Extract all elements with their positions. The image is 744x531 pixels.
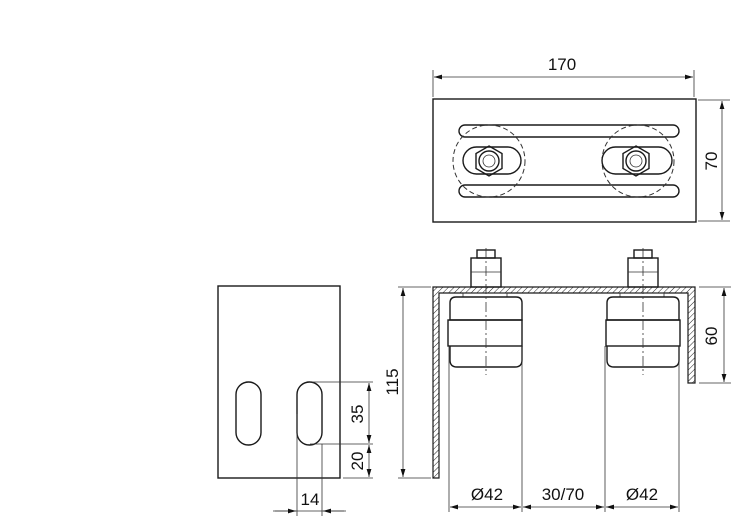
roller-top (449, 296, 523, 321)
top-slot (458, 124, 680, 138)
washer-left (478, 150, 500, 172)
nut-left (475, 145, 503, 177)
washer-right (625, 150, 647, 172)
dimension-label-35: 35 (348, 405, 367, 424)
roller-outline-left (452, 124, 526, 198)
dimension-label-gap: 30/70 (542, 485, 585, 504)
side-view: 35 20 14 (217, 285, 373, 516)
mounting-slot-right (296, 381, 323, 446)
dimension-label-70: 70 (702, 152, 721, 171)
bolt-left (482, 154, 496, 168)
bottom-slot (458, 184, 680, 198)
mounting-slot-left (235, 381, 262, 446)
dimension-label-d42-left: Ø42 (471, 485, 503, 504)
roller-band (447, 319, 523, 347)
front-view: Ø42 30/70 Ø42 60 115 (383, 248, 731, 512)
roller-right (605, 248, 681, 375)
roller-outline-right (601, 124, 675, 198)
dimension-label-170: 170 (548, 55, 576, 74)
dimension-label-d42-right: Ø42 (626, 485, 658, 504)
channel-section (432, 286, 696, 479)
bolt-right (629, 154, 643, 168)
roller-top (606, 296, 680, 321)
roller-left (447, 248, 523, 375)
dimension-label-20: 20 (348, 452, 367, 471)
top-view: 170 70 (432, 55, 730, 223)
base-plate-outline (432, 98, 697, 223)
dimension-label-60: 60 (702, 327, 721, 346)
dimension-label-115: 115 (383, 368, 402, 395)
nut-right (622, 145, 650, 177)
dimension-label-14: 14 (301, 490, 320, 509)
